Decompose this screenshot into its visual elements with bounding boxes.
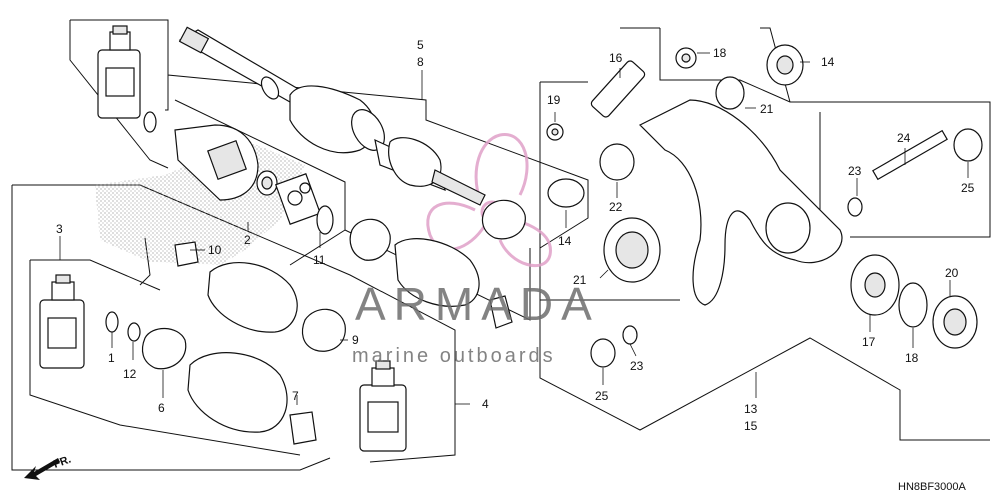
leader-lines [59,52,969,405]
callout-18b: 19 [547,93,561,107]
callout-25b: 25 [595,389,609,403]
callout-21a: 21 [760,102,774,116]
final-drive [546,44,983,368]
callout-9: 9 [352,333,359,347]
callout-13: 13 [744,402,758,416]
callout-8: 8 [417,55,424,69]
callout-6: 6 [158,401,165,415]
callout-3: 3 [56,222,63,236]
watermark-brand: ARMADA [355,278,600,330]
callout-17: 17 [862,335,876,349]
front-direction-label: FR. [52,453,73,470]
callout-23b: 23 [630,359,644,373]
callout-23a: 23 [848,164,862,178]
callout-4: 4 [482,397,489,411]
oil-bottle-left [39,274,85,369]
callout-21b: 22 [609,200,623,214]
callout-2: 2 [244,233,251,247]
boots-and-bands [105,111,526,445]
front-direction-arrow-icon [24,458,60,480]
callout-24: 24 [897,131,911,145]
callout-25a: 25 [961,181,975,195]
callout-12: 12 [123,367,137,381]
callout-10: 10 [208,243,222,257]
callout-14b: 14 [558,234,572,248]
callout-18a: 18 [713,46,727,60]
callout-15: 15 [744,419,758,433]
cv-joint [174,124,334,235]
callout-5: 5 [417,38,424,52]
oil-bottle-top [97,25,141,119]
callout-16: 16 [609,51,623,65]
oil-bottle-bottom [359,360,407,452]
callout-11: 11 [313,253,326,267]
callouts: 5 8 2 10 11 9 3 1 12 6 7 4 16 18 14 19 2… [56,38,975,433]
callout-20: 21 [573,273,587,287]
callout-19: 20 [945,266,959,280]
callout-1: 1 [108,351,115,365]
watermark-tagline: marine outboards [352,345,556,367]
callout-22: 18 [905,351,919,365]
callout-7: 7 [292,389,299,403]
callout-14a: 14 [821,55,835,69]
driveshaft [178,26,486,206]
diagram-code: HN8BF3000A [898,481,967,493]
